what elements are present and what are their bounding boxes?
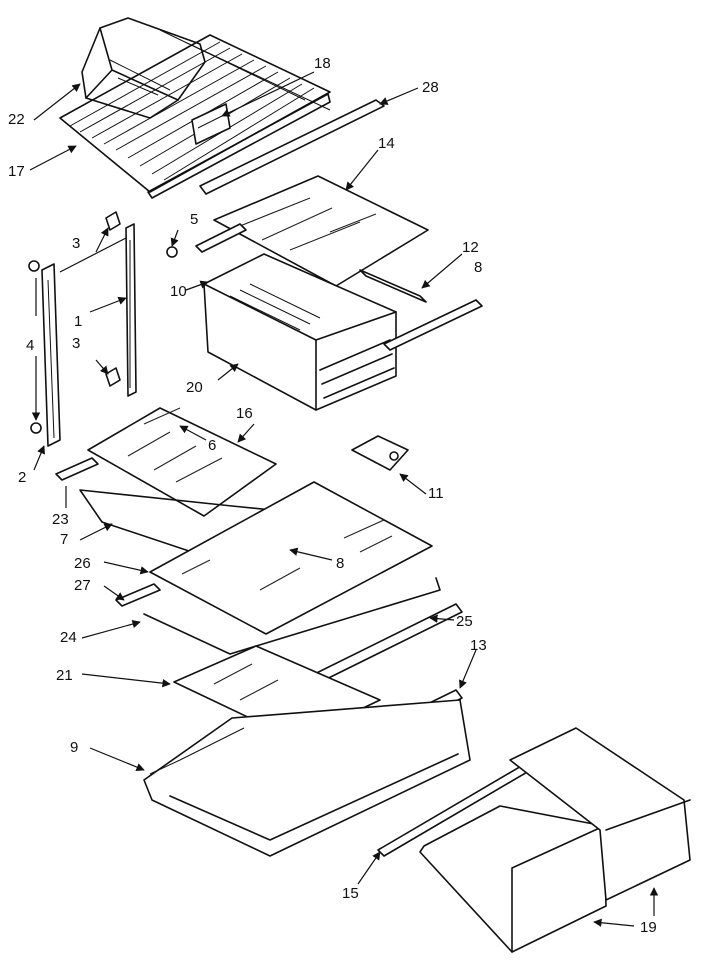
- callout-16: 16: [236, 405, 253, 422]
- callout-labels: 22 17 18 28 14 5 3 1 3 4 10 12 8 20 2 6 …: [8, 55, 657, 936]
- part-17-wire-shelf: [59, 29, 331, 199]
- callout-15: 15: [342, 885, 359, 902]
- callout-25: 25: [456, 613, 473, 630]
- callout-27: 27: [74, 577, 91, 594]
- callout-20: 20: [186, 379, 203, 396]
- part-8-upper-rail: [383, 299, 483, 351]
- part-9-crisper-frame: [143, 699, 471, 857]
- callout-7: 7: [60, 531, 68, 548]
- part-18-shelf-clip: [191, 103, 231, 145]
- part-28-trim-rail: [199, 99, 385, 195]
- part-10-12-support-rails: [195, 223, 427, 303]
- part-11-mounting-bracket: [351, 435, 409, 471]
- callout-13: 13: [470, 637, 487, 654]
- part-3-bracket-clips: [105, 211, 121, 387]
- callout-5: 5: [190, 211, 198, 228]
- callout-24: 24: [60, 629, 77, 646]
- part-14-glass-shelf: [213, 175, 429, 287]
- callout-18: 18: [314, 55, 331, 72]
- callout-21: 21: [56, 667, 73, 684]
- callout-2: 2: [18, 469, 26, 486]
- callout-leaders: [30, 71, 659, 927]
- callout-1: 1: [74, 313, 82, 330]
- part-22-door-bin: [81, 17, 206, 119]
- callout-14: 14: [378, 135, 395, 152]
- callout-3-lower: 3: [72, 335, 80, 352]
- callout-9: 9: [70, 739, 78, 756]
- part-26-glass-shelf: [149, 481, 433, 635]
- callout-23: 23: [52, 511, 69, 528]
- part-5-screw: [166, 246, 178, 258]
- part-1-shelf-ladder: [125, 223, 137, 397]
- callout-10: 10: [170, 283, 187, 300]
- callout-12: 12: [462, 239, 479, 256]
- callout-8-lower: 8: [336, 555, 344, 572]
- part-24-27-shelf-frame: [115, 577, 441, 655]
- part-19-crisper-drawers: [419, 727, 691, 953]
- callout-4: 4: [26, 337, 34, 354]
- callout-11: 11: [428, 485, 444, 502]
- part-16-glass-shelf: [87, 407, 277, 517]
- part-2-shelf-ladder: [41, 263, 61, 447]
- callout-22: 22: [8, 111, 25, 128]
- part-20-crisper-drawer: [203, 253, 397, 411]
- callout-26: 26: [74, 555, 91, 572]
- callout-6: 6: [208, 437, 216, 454]
- callout-28: 28: [422, 79, 439, 96]
- callout-19: 19: [640, 919, 657, 936]
- callout-8-upper: 8: [474, 259, 482, 276]
- callout-3-upper: 3: [72, 235, 80, 252]
- callout-17: 17: [8, 163, 25, 180]
